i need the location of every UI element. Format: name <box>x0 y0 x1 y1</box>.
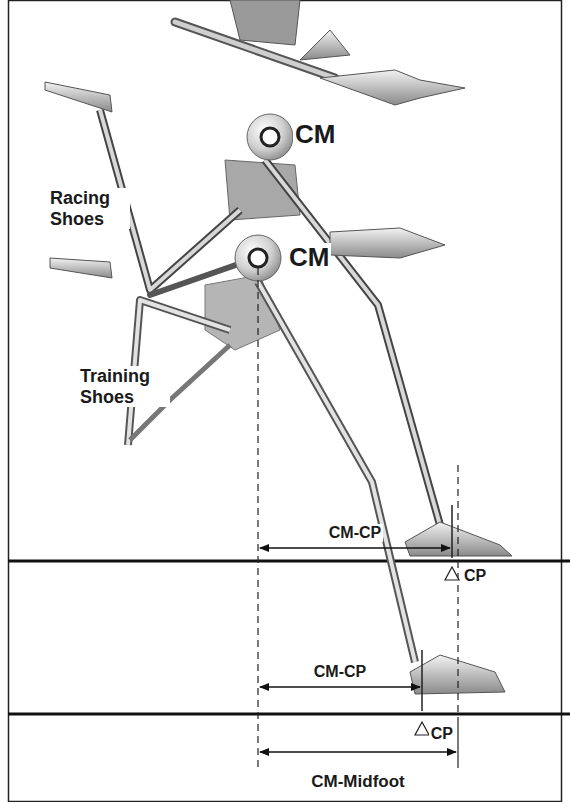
reference-line <box>257 268 258 768</box>
dimension-label: CM-CP <box>312 663 368 681</box>
cp-triangle <box>445 567 459 580</box>
racing-figure <box>45 0 512 556</box>
training-figure <box>50 228 505 694</box>
reference-line <box>457 720 458 768</box>
ground-line <box>8 560 570 563</box>
ground-line <box>8 713 570 716</box>
cp-triangle <box>415 722 429 735</box>
cm-label: CM <box>293 120 337 150</box>
dimension-arrow <box>260 547 450 548</box>
dimension-label: CM-Midfoot <box>309 772 406 792</box>
dimension-arrow <box>260 751 456 752</box>
cp-line <box>451 505 453 558</box>
cm-marker <box>247 114 293 160</box>
cm-label: CM <box>287 243 331 273</box>
cp-label: CP <box>462 567 488 585</box>
cp-line <box>421 650 423 711</box>
shoe-label: Racing Shoes <box>48 188 130 229</box>
dimension-label: CM-CP <box>327 524 383 542</box>
reference-line <box>457 465 458 720</box>
cp-label: CP <box>429 725 455 743</box>
frame <box>9 1 562 802</box>
shoe-label: Training Shoes <box>78 366 170 407</box>
dimension-arrow <box>260 686 420 687</box>
